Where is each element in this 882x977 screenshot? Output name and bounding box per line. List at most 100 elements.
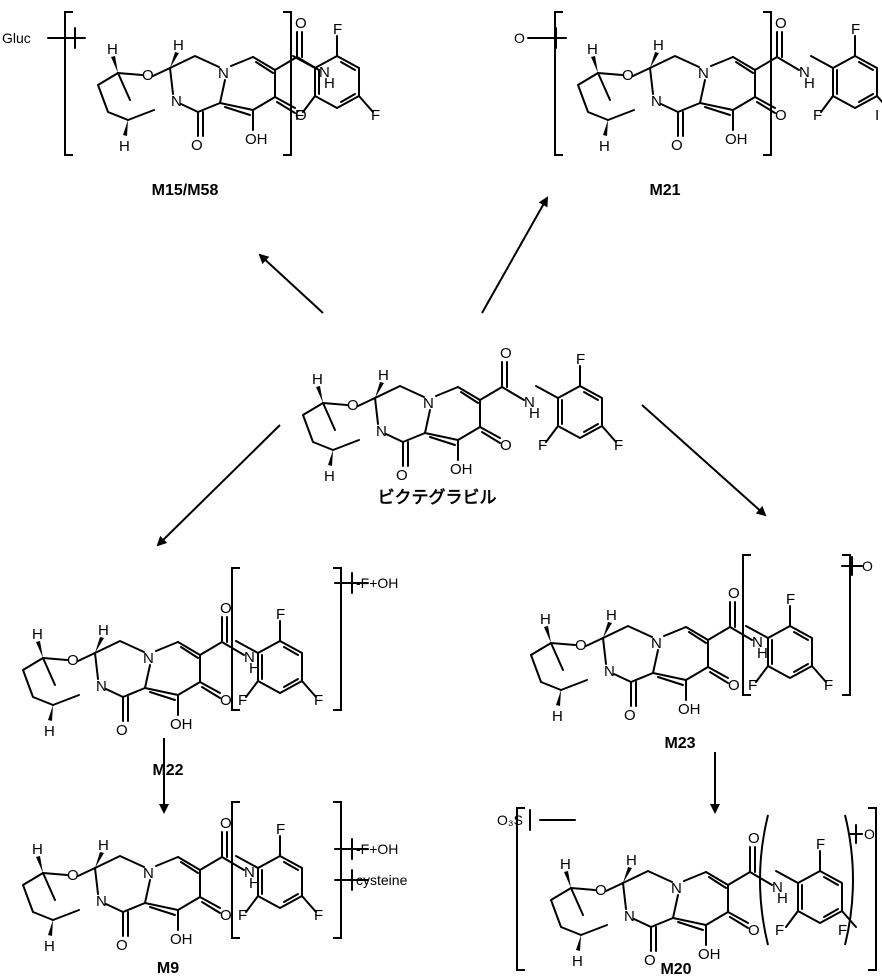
hydrogen-atom: H	[312, 371, 323, 388]
fluorine-atom: F	[371, 107, 380, 124]
fluorine-atom: F	[614, 437, 623, 454]
hydrogen-atom: H	[173, 37, 184, 54]
amide-hydrogen-atom: H	[324, 75, 335, 92]
hydrogen-atom: H	[324, 468, 335, 485]
fluorine-atom: F	[838, 922, 847, 939]
amide-oxygen-atom: O	[220, 815, 232, 832]
sulfate-label: O₃S	[497, 812, 523, 828]
arrow-to-m22	[156, 424, 281, 547]
hydroxyl-group: OH	[698, 946, 721, 963]
hydrogen-atom: H	[587, 41, 598, 58]
pyridine-nitrogen-atom: N	[651, 635, 662, 652]
amide-oxygen-atom: O	[295, 15, 307, 32]
ring-oxygen-atom: O	[595, 882, 607, 899]
fluorine-atom: F	[576, 351, 585, 368]
hydrogen-atom: H	[107, 41, 118, 58]
m23-compound: O N N H H H OH O O O N H	[530, 585, 768, 725]
ketone-oxygen-atom: O	[728, 677, 740, 694]
ketone-oxygen-atom: O	[220, 692, 232, 709]
fluorine-atom: F	[295, 107, 304, 124]
lactam-oxygen-atom: O	[396, 467, 408, 484]
amide-hydrogen-atom: H	[804, 75, 815, 92]
amide-hydrogen-atom: H	[529, 405, 540, 422]
hydrogen-atom: H	[44, 938, 55, 955]
ketone-oxygen-atom: O	[748, 922, 760, 939]
hydrogen-atom: H	[32, 841, 43, 858]
amide-hydrogen-atom: H	[249, 660, 260, 677]
ring-oxygen-atom: O	[142, 67, 154, 84]
lactam-oxygen-atom: O	[116, 937, 128, 954]
hydrogen-atom: H	[552, 708, 563, 725]
right-bracket	[868, 807, 877, 971]
pyridine-nitrogen-atom: N	[143, 650, 154, 667]
hydrogen-atom: H	[98, 622, 109, 639]
hydrogen-atom: H	[540, 611, 551, 628]
m20-compound: O N N H H H OH O O O N H	[550, 830, 788, 970]
modification-label: -F+OH	[356, 575, 398, 591]
m20-label: M20	[660, 961, 691, 977]
amide-nitrogen-atom: N	[319, 64, 330, 81]
hydrogen-atom: H	[653, 37, 664, 54]
lactam-oxygen-atom: O	[116, 722, 128, 739]
hydroxyl-group: OH	[170, 716, 193, 733]
ring-nitrogen-atom: N	[96, 893, 107, 910]
hydrogen-atom: H	[119, 138, 130, 155]
m22-compound: O N N H H H OH O O O N H	[22, 600, 260, 740]
left-bracket	[64, 11, 73, 156]
oxygen-substituent-label: O	[514, 30, 525, 46]
m15-m58-compound: O N N H H H OH O O O N H	[97, 15, 335, 155]
ketone-oxygen-atom: O	[500, 437, 512, 454]
m22-label: M22	[152, 762, 183, 779]
fluorine-atom: F	[276, 606, 285, 623]
lactam-oxygen-atom: O	[671, 137, 683, 154]
fluorine-atom: F	[786, 591, 795, 608]
hydroxyl-group: OH	[170, 931, 193, 948]
ketone-oxygen-atom: O	[295, 107, 307, 124]
fluorine-atom: F	[748, 677, 757, 694]
fluorine-atom: F	[538, 437, 547, 454]
oxygen-substituent-label: O	[862, 558, 873, 574]
ring-oxygen-atom: O	[347, 397, 359, 414]
pyridine-nitrogen-atom: N	[698, 65, 709, 82]
pyridine-nitrogen-atom: N	[423, 395, 434, 412]
m21-compound: O N N H H H OH O O O N H F F I	[577, 15, 882, 155]
m23-label: M23	[664, 735, 695, 752]
ring-oxygen-atom: O	[622, 67, 634, 84]
amide-nitrogen-atom: N	[752, 634, 763, 651]
right-bracket	[283, 11, 292, 156]
hydroxyl-group: OH	[450, 461, 473, 478]
ring-nitrogen-atom: N	[604, 663, 615, 680]
fluorine-atom: F	[851, 21, 860, 38]
amide-hydrogen-atom: H	[757, 645, 768, 662]
amide-nitrogen-atom: N	[524, 394, 535, 411]
fluorine-atom: F	[314, 907, 323, 924]
oxygen-substituent-label: O	[864, 826, 875, 842]
amide-oxygen-atom: O	[500, 345, 512, 362]
fluorine-atom: F	[276, 821, 285, 838]
hydrogen-atom: H	[378, 367, 389, 384]
fluorine-atom: F	[333, 21, 342, 38]
hydrogen-atom: H	[32, 626, 43, 643]
m9-label: M9	[157, 960, 179, 977]
ring-nitrogen-atom: N	[96, 678, 107, 695]
hydrogen-atom: H	[626, 852, 637, 869]
hydroxyl-group: OH	[245, 131, 268, 148]
amide-hydrogen-atom: H	[777, 890, 788, 907]
parent-label: ビクテグラビル	[378, 487, 497, 508]
ring-nitrogen-atom: N	[171, 93, 182, 110]
ketone-oxygen-atom: O	[775, 107, 787, 124]
cysteine-label: cysteine	[356, 872, 408, 888]
fluorine-atom: F	[238, 692, 247, 709]
modification-label: -F+OH	[356, 841, 398, 857]
amide-nitrogen-atom: N	[244, 649, 255, 666]
m15-m58-label: M15/M58	[152, 182, 219, 199]
ketone-oxygen-atom: O	[220, 907, 232, 924]
left-bracket	[516, 807, 525, 971]
fluorine-atom: F	[813, 107, 822, 124]
left-bracket	[231, 567, 240, 711]
arrow-to-m21	[481, 196, 548, 314]
hydroxyl-group: OH	[725, 131, 748, 148]
hydrogen-atom: H	[606, 607, 617, 624]
m21-label: M21	[649, 182, 680, 199]
